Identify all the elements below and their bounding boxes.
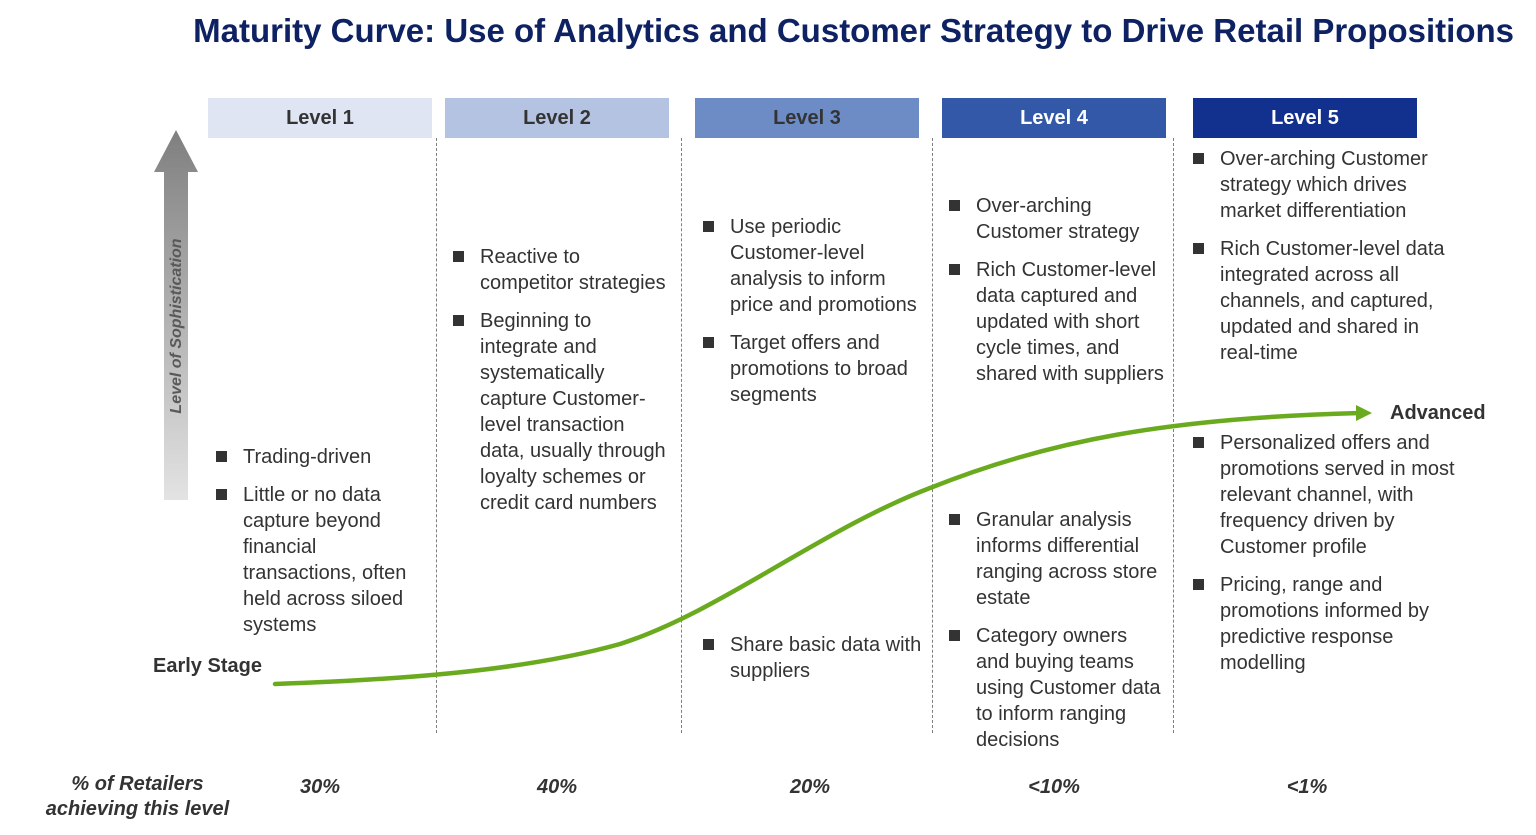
list-item: Over-arching Customer strategy which dri…	[1192, 146, 1454, 224]
page-title: Maturity Curve: Use of Analytics and Cus…	[193, 12, 1514, 49]
retailers-percent-label-line1: % of Retailers	[71, 773, 204, 795]
level-2-header: Level 2	[445, 98, 669, 138]
level-2-items: Reactive to competitor strategies Beginn…	[452, 244, 674, 528]
level-3-items-top: Use periodic Customer-level analysis to …	[702, 214, 924, 420]
level-1-header: Level 1	[208, 98, 432, 138]
level-3-header: Level 3	[695, 98, 919, 138]
list-item: Beginning to integrate and systematicall…	[452, 308, 674, 516]
level-4-header: Level 4	[942, 98, 1166, 138]
list-item: Rich Customer-level data captured and up…	[948, 257, 1164, 387]
list-item: Share basic data with suppliers	[702, 632, 924, 684]
level-4-items-bottom: Granular analysis informs differential r…	[948, 507, 1164, 765]
list-item: Reactive to competitor strategies	[452, 244, 674, 296]
list-item: Use periodic Customer-level analysis to …	[702, 214, 924, 318]
level-5-items-bottom: Personalized offers and promotions serve…	[1192, 430, 1462, 688]
advanced-label: Advanced	[1390, 402, 1486, 424]
level-1-items: Trading-driven Little or no data capture…	[215, 444, 430, 650]
retailers-percent-label-line2: achieving this level	[45, 798, 230, 820]
list-item: Trading-driven	[215, 444, 430, 470]
level-5-header: Level 5	[1193, 98, 1417, 138]
divider-2-3	[681, 138, 682, 733]
list-item: Little or no data capture beyond financi…	[215, 482, 430, 638]
list-item: Category owners and buying teams using C…	[948, 623, 1164, 753]
level-1-percent: 30%	[299, 776, 341, 798]
level-5-items-top: Over-arching Customer strategy which dri…	[1192, 146, 1454, 378]
list-item: Target offers and promotions to broad se…	[702, 330, 924, 408]
level-3-items-bottom: Share basic data with suppliers	[702, 632, 924, 696]
list-item: Rich Customer-level data integrated acro…	[1192, 236, 1454, 366]
sophistication-arrow-icon	[154, 130, 198, 500]
list-item: Personalized offers and promotions serve…	[1192, 430, 1462, 560]
early-stage-label: Early Stage	[153, 655, 262, 677]
list-item: Granular analysis informs differential r…	[948, 507, 1164, 611]
level-2-percent: 40%	[536, 776, 578, 798]
divider-3-4	[932, 138, 933, 733]
divider-1-2	[436, 138, 437, 733]
divider-4-5	[1173, 138, 1174, 733]
list-item: Pricing, range and promotions informed b…	[1192, 572, 1462, 676]
level-4-percent: <10%	[1028, 776, 1080, 798]
retailers-percent-label: % of Retailers achieving this level	[30, 772, 245, 822]
level-3-percent: 20%	[789, 776, 831, 798]
list-item: Over-arching Customer strategy	[948, 193, 1164, 245]
level-5-percent: <1%	[1286, 776, 1328, 798]
level-4-items-top: Over-arching Customer strategy Rich Cust…	[948, 193, 1164, 399]
